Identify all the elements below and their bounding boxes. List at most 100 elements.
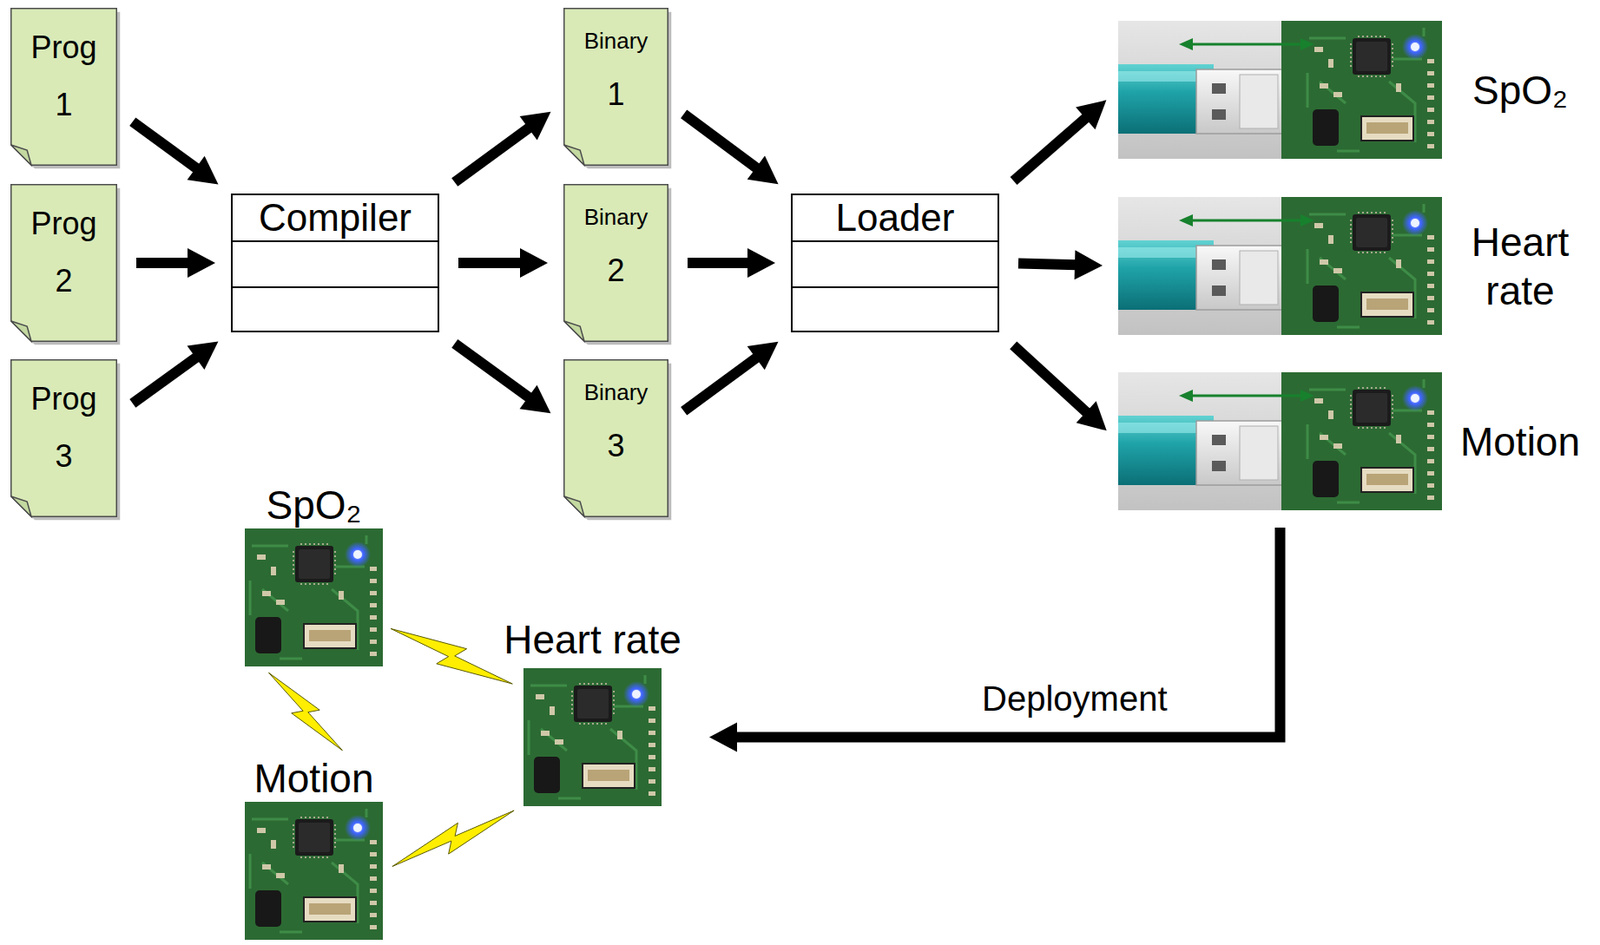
sensor-node: SpO₂ [244,528,383,667]
arrow-shaft [684,113,758,169]
node-label: Heart rate [503,618,682,662]
sensor-board-photo [523,668,662,807]
arrow-shaft [735,527,1281,738]
flow-arrow [1018,250,1103,280]
file-label: 2 [563,253,669,289]
usb-device-photo: Motion [1118,372,1442,511]
node-label: SpO₂ [266,483,363,527]
sensor-node: Motion [244,802,383,941]
file-label: 3 [563,428,669,464]
file-label: Prog 2 [30,195,97,310]
process-box: Loader [790,193,1000,333]
process-box: Compiler [230,193,440,333]
document-page [564,184,669,343]
flow-arrow [1013,345,1107,431]
edge-label: Deployment [976,678,1173,719]
arrow-shaft [454,343,530,399]
arrowhead [1076,401,1107,431]
device-label: Heart rate [1471,217,1569,316]
document-icon: Binary 3 [563,359,669,518]
document-icon: Binary 1 [563,7,669,166]
document-page [564,8,669,166]
document-icon: Prog 1 [10,7,118,166]
arrowhead [187,156,219,185]
flow-arrow [132,342,219,404]
arrowhead [709,723,738,753]
wireless-link [392,810,514,867]
arrowhead [747,156,779,185]
arrow-shaft [132,121,198,169]
flow-arrow [132,121,219,185]
document-page [11,360,118,518]
box-title: Compiler [232,195,438,243]
file-label: Binary [563,27,669,54]
document-icon: Prog 3 [10,359,118,518]
usb-device-photo: SpO₂ [1118,20,1442,159]
flow-arrow [1013,99,1107,181]
arrowhead [1074,250,1103,280]
document-fold [564,321,585,342]
arrow-shaft [1013,345,1087,414]
document-fold [564,144,585,165]
row-divider [792,286,998,289]
flow-arrow [454,343,552,414]
device-label: Motion [1460,417,1581,467]
document-icon: Binary 2 [563,184,669,343]
arrowhead [187,342,219,371]
flow-arrow [684,342,779,412]
box-title: Loader [792,195,998,243]
arrowhead [520,248,548,278]
wireless-link [269,672,343,751]
arrow-shaft [458,257,522,269]
arrowhead [520,111,552,141]
node-label: Motion [253,757,374,801]
lightning-bolt [390,628,513,685]
arrow-shaft [136,257,190,269]
sensor-board-photo [244,528,383,667]
lightning-bolt [392,810,514,867]
document-fold [11,496,32,517]
arrowhead [747,342,779,371]
document-fold [11,321,32,342]
arrow-shaft [1013,117,1087,181]
file-label: 1 [563,77,669,112]
arrowhead [747,248,776,278]
file-label: Binary [563,204,669,231]
usb-programmer-photo [1118,20,1442,159]
document-fold [564,496,585,517]
arrow-shaft [687,257,750,269]
usb-programmer-photo [1118,197,1442,336]
flow-arrow [687,248,776,278]
row-divider [232,286,438,289]
lightning-bolt [269,672,343,751]
document-fold [11,144,32,165]
usb-device-photo: Heart rate [1118,197,1442,336]
sensor-node: Heart rate [523,668,662,807]
document-page [11,184,118,343]
document-page [11,8,118,166]
device-label: SpO₂ [1472,65,1568,115]
arrowhead [187,248,216,278]
flow-arrow [454,111,552,183]
wireless-link [390,628,513,685]
sensor-board-photo [244,802,383,941]
flow-arrow [684,113,779,185]
document-page [564,360,669,518]
file-label: Binary [563,379,669,406]
arrow-shaft [132,356,198,404]
file-label: Prog 3 [30,370,97,486]
usb-programmer-photo [1118,372,1442,511]
flow-arrow [709,527,1281,753]
arrowhead [520,385,552,415]
flow-arrow [136,248,216,278]
arrow-shaft [1018,263,1077,266]
arrowhead [1075,99,1107,130]
arrow-shaft [684,356,758,411]
file-label: Prog 1 [30,19,97,134]
arrow-shaft [454,127,531,183]
flow-arrow [458,248,548,278]
document-icon: Prog 2 [10,184,118,343]
